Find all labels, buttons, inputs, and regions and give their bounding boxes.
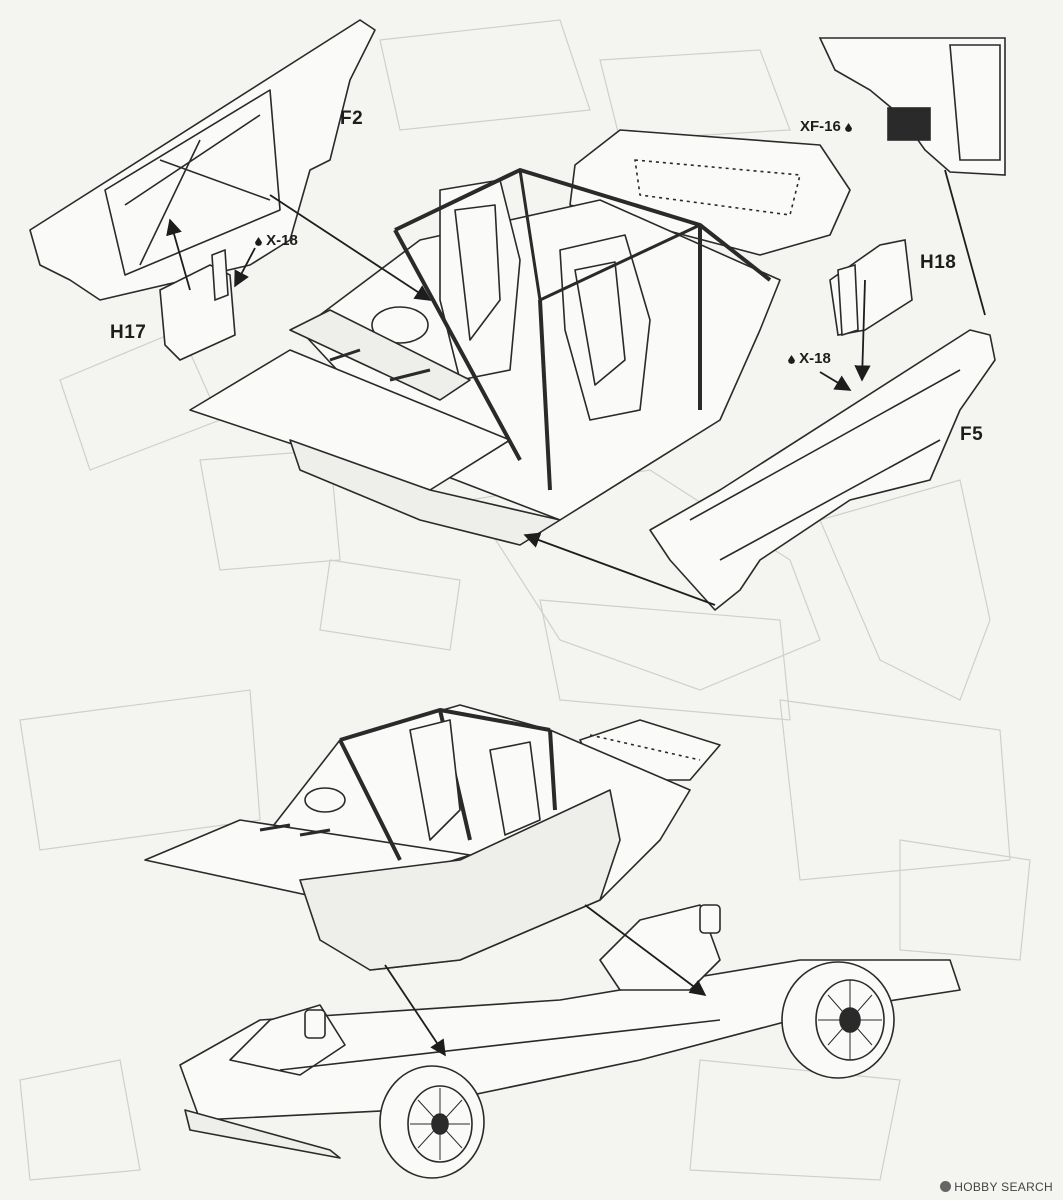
watermark-text: HOBBY SEARCH — [954, 1180, 1053, 1194]
assembled-body — [144, 704, 721, 971]
part-f5-side-panel — [649, 329, 996, 611]
part-label-f2: F2 — [340, 108, 364, 129]
glue-callout-x18-right: X-18 — [788, 350, 831, 367]
part-label-h18: H18 — [920, 252, 957, 273]
inset-detail — [818, 37, 1006, 176]
glue-drop-icon — [845, 123, 853, 132]
part-h18 — [829, 239, 913, 337]
assembly-arrows-top — [166, 169, 986, 606]
glue-label: XF-16 — [800, 118, 841, 135]
chassis — [179, 904, 961, 1159]
part-h17 — [159, 248, 236, 361]
rear-wheel — [781, 961, 895, 1079]
assembly-arrows-bottom — [384, 904, 707, 1057]
glue-drop-icon — [788, 355, 795, 364]
front-wheel — [379, 1065, 485, 1179]
glue-callout-xf16: XF-16 — [800, 118, 853, 135]
part-f2-panel — [29, 19, 376, 301]
part-label-h17: H17 — [110, 322, 147, 343]
part-label-f5: F5 — [960, 424, 984, 445]
glue-label: X-18 — [266, 232, 298, 249]
glue-label: X-18 — [799, 350, 831, 367]
watermark: HOBBY SEARCH — [940, 1180, 1053, 1194]
top-body-assembly — [189, 129, 851, 546]
glue-drop-icon — [255, 237, 262, 246]
glue-callout-x18-left: X-18 — [255, 232, 298, 249]
watermark-logo-icon — [940, 1181, 952, 1192]
